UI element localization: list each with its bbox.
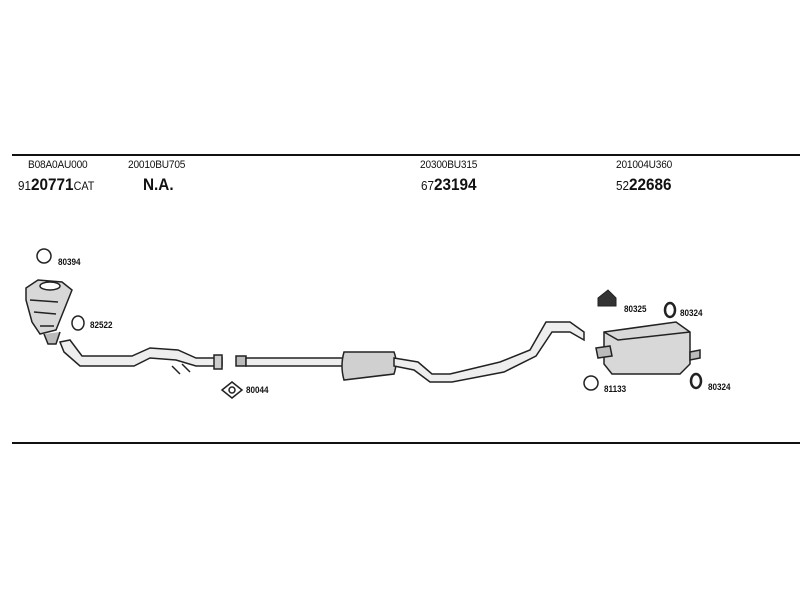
accessory-81133-label: 81133 (604, 384, 627, 394)
part-1-article-number: 9120771CAT (18, 175, 94, 195)
ring-icon (71, 315, 85, 331)
part-4-number: 22686 (629, 175, 672, 194)
part-1-oem-number: B08A0AU000 (28, 159, 88, 171)
part-3-prefix: 67 (421, 178, 435, 193)
front-pipe-icon (58, 339, 223, 375)
bottom-rule (12, 442, 800, 444)
mounting-ring-icon (689, 372, 703, 390)
accessory-80325-label: 80325 (624, 304, 647, 314)
middle-silencer-pipe-icon (235, 321, 585, 383)
part-4-oem-number: 201004U360 (616, 159, 673, 171)
part-2-article-number: N.A. (143, 175, 174, 195)
rear-silencer-icon (595, 321, 701, 375)
ring-icon (36, 248, 52, 264)
part-4-article-number: 5222686 (616, 175, 672, 195)
catalytic-converter-icon (25, 279, 73, 345)
accessory-80324-bottom-label: 80324 (708, 382, 731, 392)
ring-icon (583, 375, 599, 391)
part-3-number: 23194 (434, 175, 477, 194)
accessory-80044-label: 80044 (246, 385, 269, 395)
part-1-suffix: CAT (73, 179, 95, 193)
rubber-mount-icon (597, 289, 617, 307)
top-rule (12, 154, 800, 156)
part-3-article-number: 6723194 (421, 175, 477, 195)
part-4-prefix: 52 (616, 178, 630, 193)
mounting-ring-icon (663, 301, 677, 319)
accessory-80394-label: 80394 (58, 257, 81, 267)
part-2-oem-number: 20010BU705 (128, 159, 186, 171)
part-1-number: 20771 (31, 175, 74, 194)
part-3-oem-number: 20300BU315 (420, 159, 478, 171)
accessory-80324-top-label: 80324 (680, 308, 703, 318)
accessory-82522-label: 82522 (90, 320, 113, 330)
part-1-prefix: 91 (18, 178, 32, 193)
part-2-number: N.A. (143, 175, 174, 194)
gasket-icon (220, 381, 244, 399)
